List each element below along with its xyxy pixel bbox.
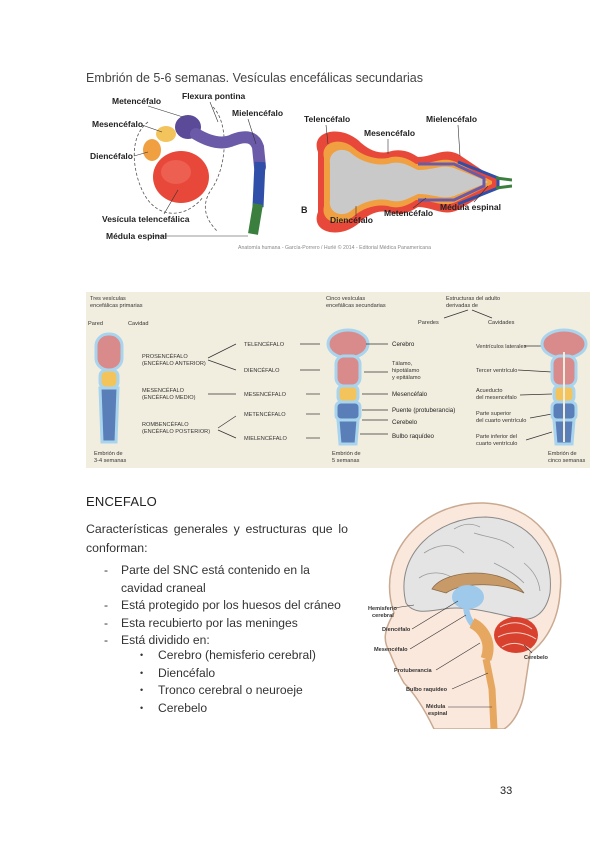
section-title: ENCEFALO — [86, 494, 157, 509]
label-medula-1: Médula — [426, 704, 446, 710]
list-item: Está dividido en: — [104, 632, 352, 650]
embryo1-label-1: Embrión de — [94, 451, 123, 457]
label-vesicula-telencefalica: Vesícula telencefálica — [102, 214, 190, 224]
embryo-vesicles-figure: Metencéfalo Flexura pontina Mesencéfalo … — [88, 92, 512, 252]
label-rombencefalo-1: ROMBENCÉFALO — [142, 421, 189, 428]
diencephalon-region — [452, 585, 484, 609]
label-bulbo-fig3: Bulbo raquídeo — [406, 687, 448, 693]
embryo-vesicles-illustration: Metencéfalo Flexura pontina Mesencéfalo … — [90, 92, 512, 251]
label-prosencefalo-1: PROSENCÉFALO — [142, 353, 188, 360]
list-item: Esta recubierto por las meninges — [104, 615, 352, 633]
label-cuarto-sup-1: Parte superior — [476, 411, 511, 417]
embryo1-label-2: 3-4 semanas — [94, 458, 127, 464]
label-bulbo: Bulbo raquídeo — [392, 433, 435, 440]
brain-sagittal-figure: Hemisferio cerebral Diencéfalo Mesencéfa… — [354, 493, 568, 729]
head-primary-2: encefálicas primarias — [90, 303, 143, 309]
label-talamo-2: hipotálamo — [392, 368, 419, 374]
label-diencefalo-a: Diencéfalo — [90, 151, 133, 161]
label-cuarto-sup-2: del cuarto ventrículo — [476, 418, 526, 424]
head-secondary-1: Cinco vesículas — [326, 296, 365, 302]
label-puente: Puente (protuberancia) — [392, 407, 455, 414]
embryo2-label-2: 5 semanas — [332, 458, 360, 464]
head-secondary-2: encefálicas secundarias — [326, 303, 386, 309]
label-telencefalo: TELENCÉFALO — [244, 341, 285, 348]
label-acueducto-2: del mesencéfalo — [476, 395, 517, 401]
label-mesencefalo-a: Mesencéfalo — [92, 119, 143, 129]
label-talamo-3: y epitálamo — [392, 375, 421, 381]
sub-bullet-list: Cerebro (hemisferio cerebral) Diencéfalo… — [140, 647, 316, 717]
label-metencefalo-b: Metencéfalo — [384, 208, 433, 218]
label-cuarto-inf-2: cuarto ventrículo — [476, 441, 517, 447]
label-mesencefalo-primary-2: (ENCÉFALO MEDIO) — [142, 394, 196, 401]
embryo2-label-1: Embrión de — [332, 451, 361, 457]
copyright-note: Anatomía humana - García-Porrero / Hurlé… — [238, 244, 431, 251]
label-ventriculos-laterales: Ventrículos laterales — [476, 344, 527, 350]
cerebellum — [494, 617, 538, 653]
medulla-and-spinal-cord — [482, 658, 498, 729]
list-item: Parte del SNC está contenido en la cavid… — [104, 562, 352, 597]
label-hemisferio-2: cerebral — [372, 613, 394, 619]
page-number: 33 — [500, 785, 513, 797]
label-talamo-1: Tálamo, — [392, 361, 413, 367]
head-adult-2: derivadas de — [446, 303, 478, 309]
label-rombencefalo-2: (ENCÉFALO POSTERIOR) — [142, 428, 210, 435]
label-mielencefalo-b: Mielencéfalo — [426, 114, 477, 124]
embryo-5-weeks — [326, 328, 370, 446]
list-item: Cerebelo — [140, 700, 316, 718]
head-adult-1: Estructuras del adulto — [446, 296, 500, 302]
label-hemisferio-1: Hemisferio — [368, 606, 397, 612]
list-item: Cerebro (hemisferio cerebral) — [140, 647, 316, 665]
label-mesencefalo-b: Mesencéfalo — [364, 128, 415, 138]
label-diencefalo-fig3: Diencéfalo — [382, 627, 411, 633]
label-medula-espinal-a: Médula espinal — [106, 231, 167, 241]
label-cerebro: Cerebro — [392, 341, 415, 348]
embryo-five-weeks-cavities — [540, 328, 588, 446]
label-mesencefalo-adult: Mesencéfalo — [392, 391, 428, 398]
list-item: Tronco cerebral o neuroeje — [140, 682, 316, 700]
vesicles-derivatives-figure: Tres vesículas encefálicas primarias Par… — [86, 292, 590, 468]
label-mielencefalo: MIELENCÉFALO — [244, 435, 288, 442]
label-letter-b: B — [301, 205, 308, 215]
label-mesencefalo-primary-1: MESENCÉFALO — [142, 387, 185, 394]
embryo-3-4-weeks — [94, 332, 124, 444]
label-medula-2: espinal — [428, 711, 448, 717]
pons — [469, 618, 494, 661]
label-tercer-ventriculo: Tercer ventrículo — [476, 368, 517, 374]
label-cavidad: Cavidad — [128, 321, 149, 327]
label-mesencefalo-secondary: MESENCÉFALO — [244, 391, 287, 398]
list-item: Diencéfalo — [140, 665, 316, 683]
label-paredes: Paredes — [418, 320, 439, 326]
label-mesencefalo-fig3: Mesencéfalo — [374, 647, 408, 653]
vesicles-derivatives-illustration: Tres vesículas encefálicas primarias Par… — [86, 292, 590, 468]
section-intro: Características generales y estructuras … — [86, 522, 348, 555]
label-cuarto-inf-1: Parte inferior del — [476, 434, 517, 440]
label-acueducto-1: Acueducto — [476, 388, 502, 394]
label-cavidades: Cavidades — [488, 320, 515, 326]
label-cerebelo: Cerebelo — [392, 419, 418, 426]
hemisphere — [403, 516, 551, 620]
label-pared: Pared — [88, 321, 103, 327]
label-protuberancia: Protuberancia — [394, 668, 433, 674]
embryo3-label-1: Embrión de — [548, 451, 577, 457]
label-cerebelo-fig3: Cerebelo — [524, 655, 549, 661]
list-item: Está protegido por los huesos del cráneo — [104, 597, 352, 615]
label-diencefalo: DIENCÉFALO — [244, 367, 280, 374]
label-medula-espinal-b: Médula espinal — [440, 202, 501, 212]
label-metencefalo-a: Metencéfalo — [112, 96, 161, 106]
embryo3-label-2: cinco semanas — [548, 458, 586, 464]
label-prosencefalo-2: (ENCÉFALO ANTERIOR) — [142, 360, 206, 367]
label-diencefalo-b: Diencéfalo — [330, 215, 373, 225]
figure-caption: Embrión de 5-6 semanas. Vesículas encefá… — [86, 71, 423, 85]
brain-sagittal-illustration: Hemisferio cerebral Diencéfalo Mesencéfa… — [368, 502, 562, 729]
label-mielencefalo-a: Mielencéfalo — [232, 108, 283, 118]
label-flexura-pontina: Flexura pontina — [182, 92, 246, 101]
label-metencefalo: METENCÉFALO — [244, 411, 286, 418]
label-telencefalo-b: Telencéfalo — [304, 114, 350, 124]
head-primary-1: Tres vesículas — [90, 296, 126, 302]
bullet-list: Parte del SNC está contenido en la cavid… — [104, 562, 352, 650]
